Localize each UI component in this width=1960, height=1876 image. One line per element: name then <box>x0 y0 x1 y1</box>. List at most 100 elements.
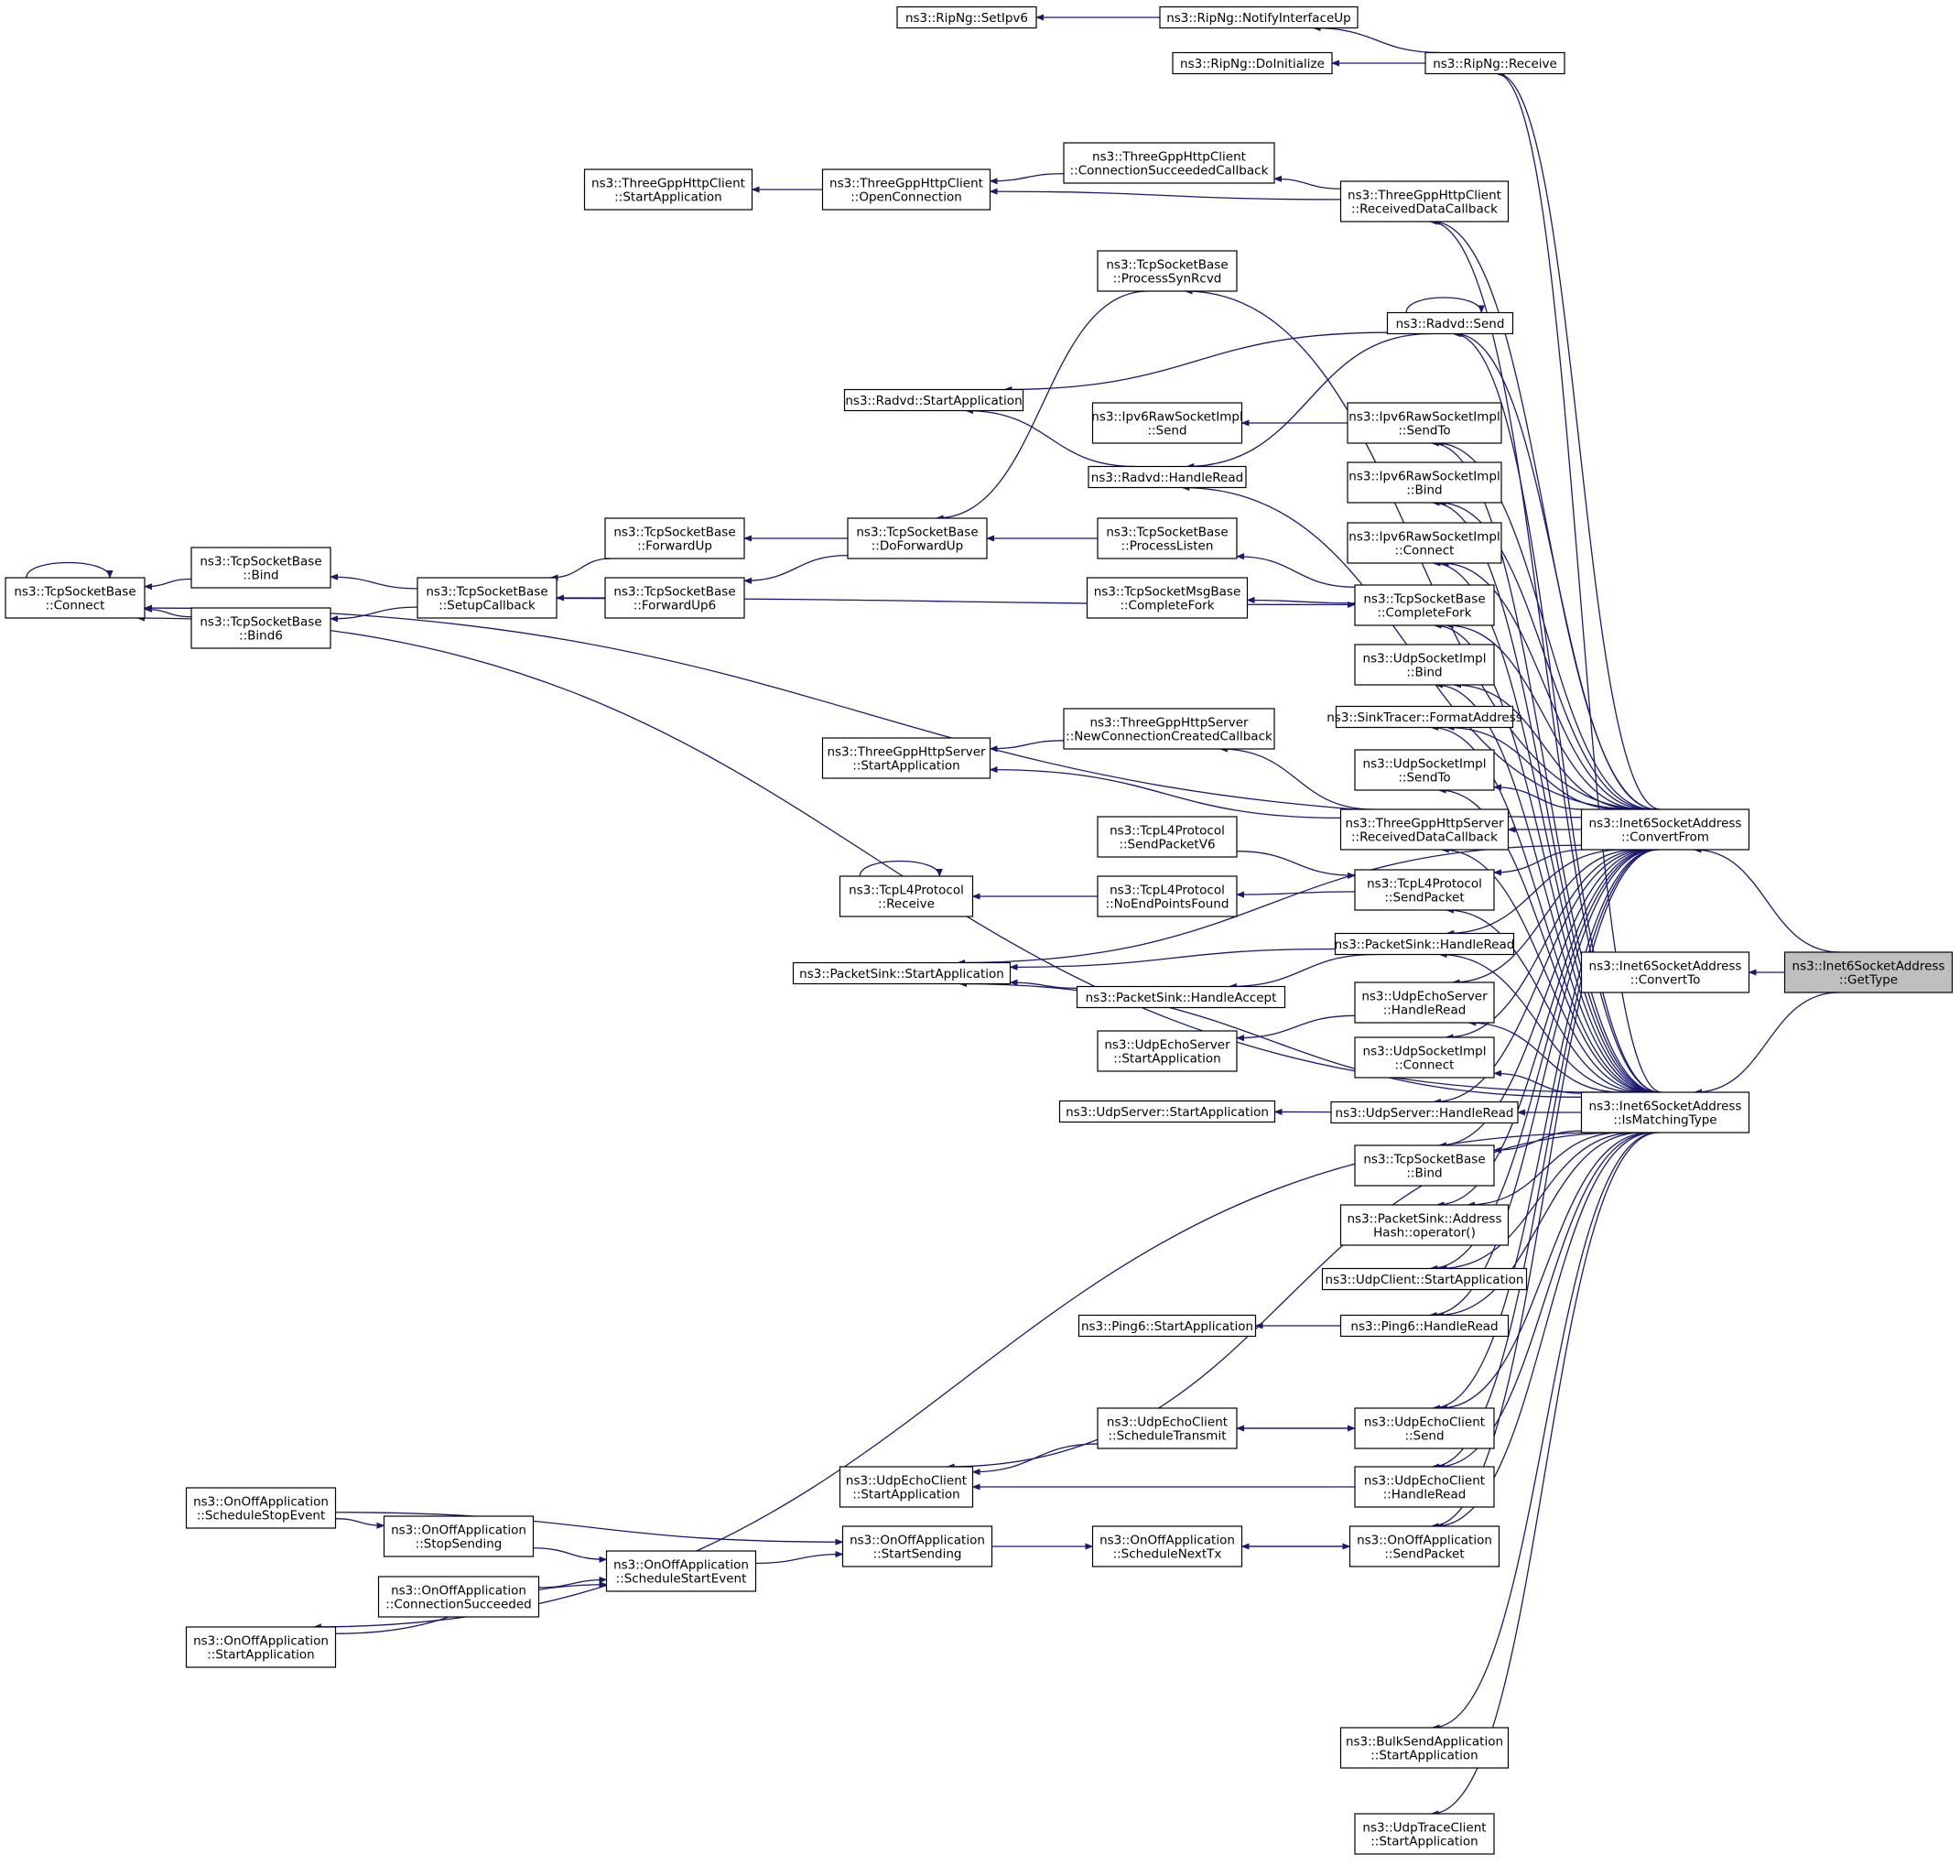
node-label: ::StartApplication <box>852 759 960 774</box>
node-echoCliStart[interactable]: ns3::UdpEchoClient::StartApplication <box>839 1466 974 1508</box>
node-label: ns3::TcpSocketBase <box>200 555 321 569</box>
node-httpcRecv[interactable]: ns3::ThreeGppHttpClient::ReceivedDataCal… <box>1339 180 1510 222</box>
node-sinkRead[interactable]: ns3::PacketSink::HandleRead <box>1335 932 1515 956</box>
node-ip6rawSendTo[interactable]: ns3::Ipv6RawSocketImpl::SendTo <box>1347 402 1502 444</box>
node-tcpDoFwd[interactable]: ns3::TcpSocketBase::DoForwardUp <box>847 517 988 559</box>
node-sinkStart[interactable]: ns3::PacketSink::StartApplication <box>792 961 1012 985</box>
node-udpSrvStart[interactable]: ns3::UdpServer::StartApplication <box>1058 1100 1276 1123</box>
node-udpSendTo[interactable]: ns3::UdpSocketImpl::SendTo <box>1354 749 1495 791</box>
node-l4Send[interactable]: ns3::TcpL4Protocol::SendPacket <box>1354 869 1495 911</box>
node-label: ::Send <box>1404 1429 1444 1444</box>
node-ip6rawConnect[interactable]: ns3::Ipv6RawSocketImpl::Connect <box>1347 522 1502 564</box>
node-ping6Start[interactable]: ns3::Ping6::StartApplication <box>1077 1314 1257 1338</box>
node-bulkStart[interactable]: ns3::BulkSendApplication::StartApplicati… <box>1339 1727 1510 1769</box>
node-convertFrom[interactable]: ns3::Inet6SocketAddress::ConvertFrom <box>1580 808 1750 851</box>
node-label: ::SendTo <box>1398 424 1450 439</box>
edge-l4Receive-l4Receive <box>859 860 943 877</box>
node-label: ::NewConnectionCreatedCallback <box>1066 730 1272 744</box>
node-tcpFwd[interactable]: ns3::TcpSocketBase::ForwardUp <box>604 517 745 559</box>
node-label: ns3::UdpTraceClient <box>1362 1821 1486 1836</box>
node-udpConnect[interactable]: ns3::UdpSocketImpl::Connect <box>1354 1036 1495 1079</box>
node-label: ns3::UdpEchoClient <box>846 1474 967 1489</box>
node-box <box>1347 461 1502 504</box>
node-echoCliRead[interactable]: ns3::UdpEchoClient::HandleRead <box>1354 1466 1495 1508</box>
node-onoffConnOk[interactable]: ns3::OnOffApplication::ConnectionSucceed… <box>377 1576 540 1618</box>
edge-echoSrvRead-isMatching <box>1467 1019 1621 1093</box>
node-onoffSendPkt[interactable]: ns3::OnOffApplication::SendPacket <box>1348 1525 1500 1567</box>
node-label: ::ProcessSynRcvd <box>1113 272 1222 287</box>
node-sinkAccept[interactable]: ns3::PacketSink::HandleAccept <box>1076 985 1286 1009</box>
edge-tcpConnect-tcpBind6 <box>144 605 192 618</box>
node-label: ::HandleRead <box>1383 1003 1467 1018</box>
node-echoCliSched[interactable]: ns3::UdpEchoClient::ScheduleTransmit <box>1097 1407 1238 1449</box>
node-httpsStart[interactable]: ns3::ThreeGppHttpServer::StartApplicatio… <box>821 737 991 779</box>
node-radvdRead[interactable]: ns3::Radvd::HandleRead <box>1088 465 1247 489</box>
node-box <box>839 1466 974 1508</box>
node-ip6rawSend[interactable]: ns3::Ipv6RawSocketImpl::Send <box>1091 402 1243 444</box>
node-box <box>1097 875 1238 917</box>
node-l4NoEnd[interactable]: ns3::TcpL4Protocol::NoEndPointsFound <box>1097 875 1238 917</box>
node-httpsRecv[interactable]: ns3::ThreeGppHttpServer::ReceivedDataCal… <box>1339 808 1510 851</box>
edge-httpcOpen-httpcConnOk <box>989 172 1065 185</box>
node-target[interactable]: ns3::Inet6SocketAddress::GetType <box>1783 951 1954 993</box>
node-label: ns3::Ping6::StartApplication <box>1081 1319 1253 1334</box>
node-tcpBindL[interactable]: ns3::TcpSocketBase::Bind <box>190 547 331 589</box>
node-label: ns3::TcpL4Protocol <box>1110 884 1225 898</box>
node-isMatching[interactable]: ns3::Inet6SocketAddress::IsMatchingType <box>1580 1091 1750 1133</box>
node-tcpBindR[interactable]: ns3::TcpSocketBase::Bind <box>1354 1144 1495 1187</box>
node-tcpFork[interactable]: ns3::TcpSocketBase::CompleteFork <box>1354 584 1495 626</box>
edge-udpConnect-isMatching <box>1493 1069 1582 1094</box>
node-l4Receive[interactable]: ns3::TcpL4Protocol::Receive <box>839 875 974 917</box>
node-onoffNextTx[interactable]: ns3::OnOffApplication::ScheduleNextTx <box>1091 1525 1243 1567</box>
node-tcpConnect[interactable]: ns3::TcpSocketBase::Connect <box>5 577 146 619</box>
node-convertTo[interactable]: ns3::Inet6SocketAddress::ConvertTo <box>1580 951 1750 993</box>
node-ripReceive[interactable]: ns3::RipNg::Receive <box>1424 51 1565 75</box>
node-label: ns3::TcpSocketBase <box>613 585 735 600</box>
node-ripNotify[interactable]: ns3::RipNg::NotifyInterfaceUp <box>1159 5 1359 29</box>
node-echoCliSend[interactable]: ns3::UdpEchoClient::Send <box>1354 1407 1495 1449</box>
node-onoffStopEvt[interactable]: ns3::OnOffApplication::ScheduleStopEvent <box>185 1487 337 1529</box>
node-onoffStartEvt[interactable]: ns3::OnOffApplication::ScheduleStartEven… <box>605 1550 757 1592</box>
node-httpcStart[interactable]: ns3::ThreeGppHttpClient::StartApplicatio… <box>583 168 753 211</box>
edge-sinkStart-isMatching <box>958 980 1582 1098</box>
node-tcpFwd6[interactable]: ns3::TcpSocketBase::ForwardUp6 <box>604 577 745 619</box>
node-udpBind[interactable]: ns3::UdpSocketImpl::Bind <box>1354 644 1495 686</box>
node-ripInit[interactable]: ns3::RipNg::DoInitialize <box>1172 51 1333 75</box>
node-ripSetIpv6[interactable]: ns3::RipNg::SetIpv6 <box>896 5 1037 29</box>
node-label: ns3::Radvd::StartApplication <box>845 394 1022 408</box>
node-tcpMsgFork[interactable]: ns3::TcpSocketMsgBase::CompleteFork <box>1086 577 1249 619</box>
node-radvdStart[interactable]: ns3::Radvd::StartApplication <box>843 388 1024 412</box>
node-onoffStopSend[interactable]: ns3::OnOffApplication::StopSending <box>383 1515 535 1557</box>
node-ping6Read[interactable]: ns3::Ping6::HandleRead <box>1339 1314 1510 1338</box>
node-onoffStartSend[interactable]: ns3::OnOffApplication::StartSending <box>841 1525 993 1567</box>
node-ip6rawBind[interactable]: ns3::Ipv6RawSocketImpl::Bind <box>1347 461 1502 504</box>
node-tcpListen[interactable]: ns3::TcpSocketBase::ProcessListen <box>1097 517 1238 559</box>
node-sinkTracer[interactable]: ns3::SinkTracer::FormatAddress <box>1327 705 1522 729</box>
node-box <box>1321 1267 1528 1291</box>
node-box <box>896 5 1037 29</box>
node-echoSrvRead[interactable]: ns3::UdpEchoServer::HandleRead <box>1354 981 1495 1024</box>
node-tcpSynRcvd[interactable]: ns3::TcpSocketBase::ProcessSynRcvd <box>1097 250 1238 292</box>
node-l4SendV6[interactable]: ns3::TcpL4Protocol::SendPacketV6 <box>1097 816 1238 858</box>
node-traceStart[interactable]: ns3::UdpTraceClient::StartApplication <box>1354 1813 1495 1855</box>
node-tcpBind6[interactable]: ns3::TcpSocketBase::Bind6 <box>190 607 331 649</box>
node-radvdSend[interactable]: ns3::Radvd::Send <box>1386 311 1514 335</box>
node-box <box>1354 584 1495 626</box>
node-udpSrvRead[interactable]: ns3::UdpServer::HandleRead <box>1330 1101 1519 1124</box>
edge-sinkStart-convertFrom <box>957 844 1582 967</box>
node-httpcConnOk[interactable]: ns3::ThreeGppHttpClient::ConnectionSucce… <box>1063 142 1275 184</box>
edge-httpsNewConn-httpsRecv <box>1218 745 1374 810</box>
node-udpClientStart[interactable]: ns3::UdpClient::StartApplication <box>1321 1267 1528 1291</box>
edge-onoffStartSend-onoffStopEvt <box>335 1512 844 1545</box>
node-label: ns3::ThreeGppHttpClient <box>829 177 983 191</box>
edge-ip6rawConnect-convertFrom <box>1440 559 1649 810</box>
node-tcpSetup[interactable]: ns3::TcpSocketBase::SetupCallback <box>417 577 558 619</box>
node-httpsNewConn[interactable]: ns3::ThreeGppHttpServer::NewConnectionCr… <box>1063 708 1275 750</box>
node-box <box>1424 51 1565 75</box>
node-httpcOpen[interactable]: ns3::ThreeGppHttpClient::OpenConnection <box>821 168 991 211</box>
node-box <box>1354 1144 1495 1187</box>
edge-tcpConnect-tcpConnect <box>26 561 114 579</box>
node-echoSrvStart[interactable]: ns3::UdpEchoServer::StartApplication <box>1097 1030 1238 1072</box>
node-onoffStart[interactable]: ns3::OnOffApplication::StartApplication <box>185 1626 337 1668</box>
